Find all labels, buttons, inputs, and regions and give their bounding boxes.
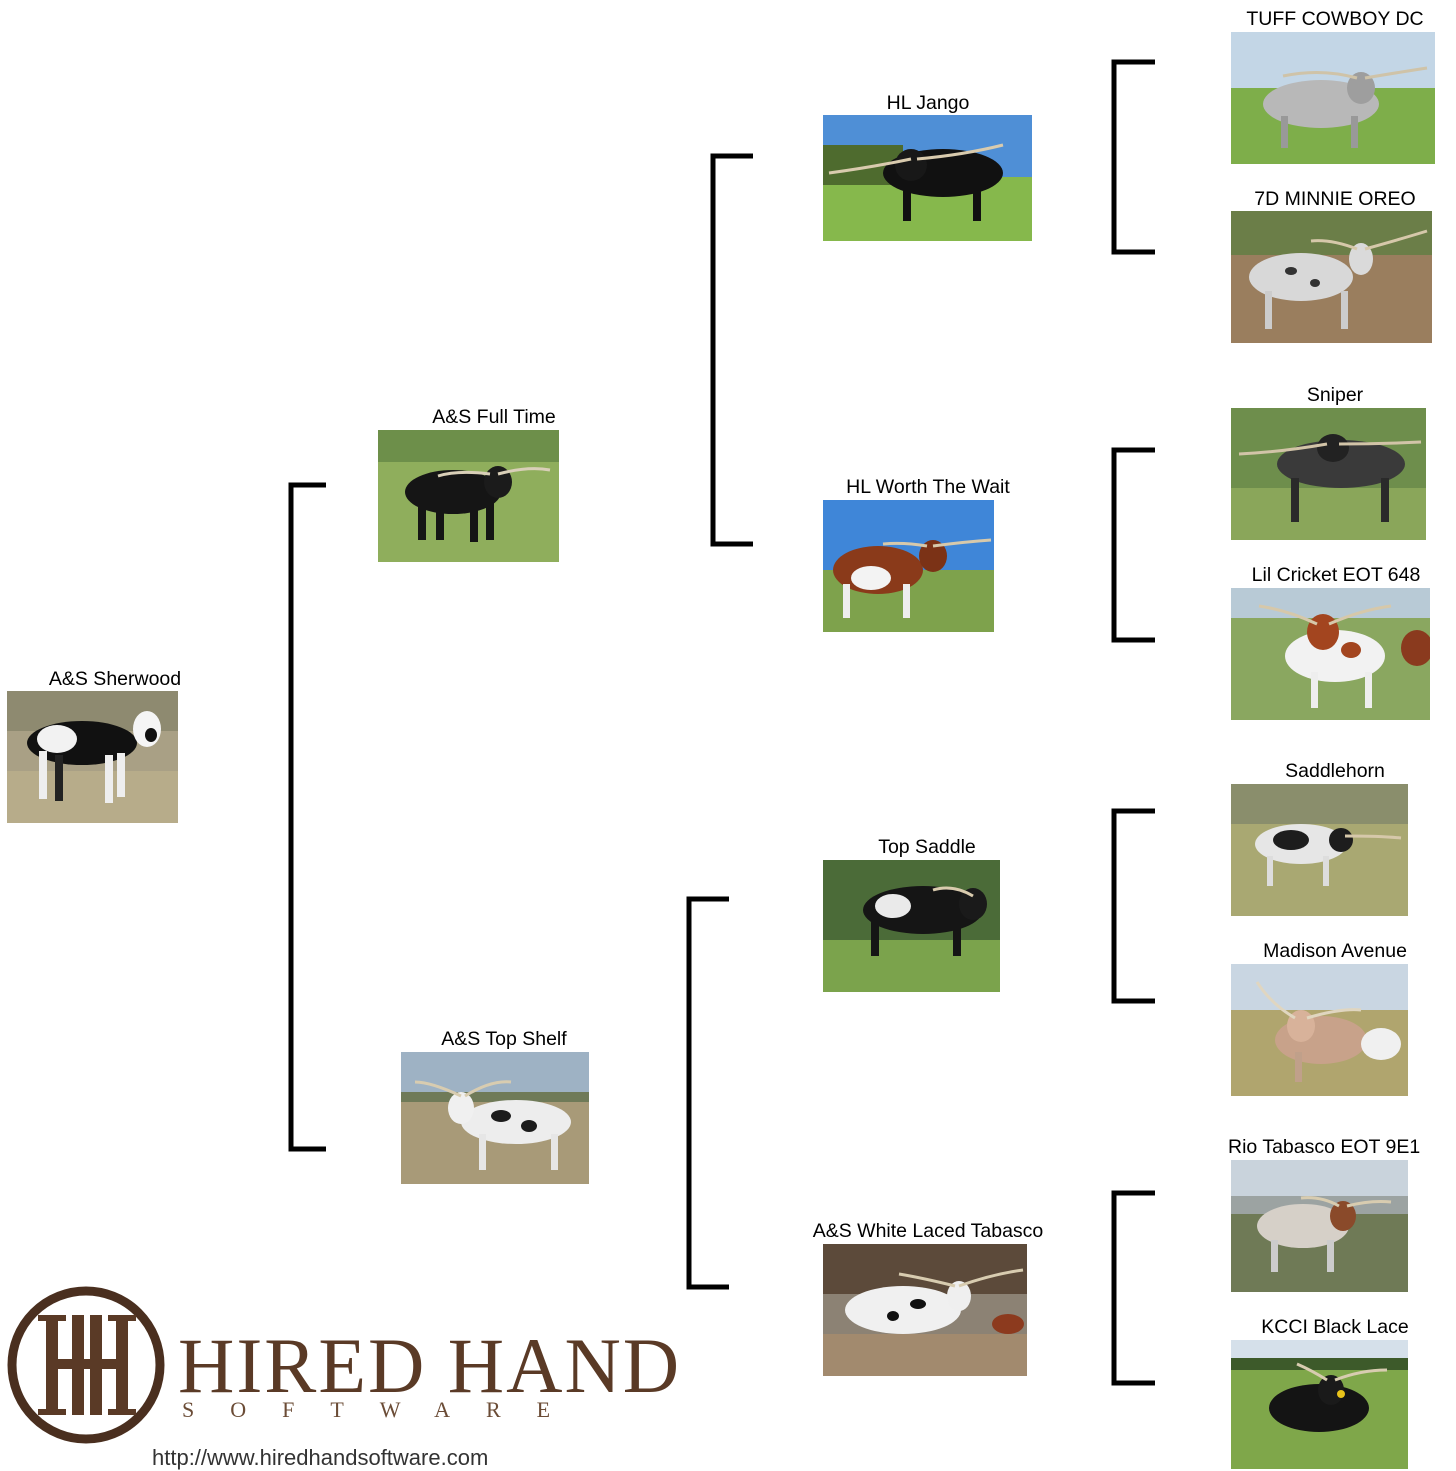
animal-name-sire[interactable]: A&S Full Time [432,406,556,428]
animal-photo-ds-dam[interactable] [1231,964,1408,1096]
animal-photo-dd-dam[interactable] [1231,1340,1408,1469]
logo-url[interactable]: http://www.hiredhandsoftware.com [152,1445,489,1470]
animal-photo-ss-dam[interactable] [1231,211,1432,343]
animal-photo-dam-sire[interactable] [823,860,1000,992]
bracket-gen1 [288,482,328,1152]
animal-name-dd-dam[interactable]: KCCI Black Lace [1261,1316,1409,1338]
logo-subtitle: SOFTWARE [182,1397,587,1422]
animal-photo-ds-sire[interactable] [1231,784,1408,916]
animal-name-sire-dam[interactable]: HL Worth The Wait [846,476,1010,498]
animal-name-sd-dam[interactable]: Lil Cricket EOT 648 [1251,564,1421,586]
animal-name-ss-dam[interactable]: 7D MINNIE OREO [1254,188,1416,210]
animal-photo-sd-dam[interactable] [1231,588,1430,720]
animal-photo-subject[interactable] [7,691,178,823]
animal-photo-sire[interactable] [378,430,559,562]
hh-monogram-icon [7,1286,165,1444]
animal-name-dam-dam[interactable]: A&S White Laced Tabasco [812,1220,1044,1242]
animal-photo-sire-sire[interactable] [823,115,1032,241]
animal-photo-sire-dam[interactable] [823,500,994,632]
animal-photo-sd-sire[interactable] [1231,408,1426,540]
bracket-sire-dam [1111,447,1157,643]
animal-name-sd-sire[interactable]: Sniper [1306,384,1364,406]
animal-name-sire-sire[interactable]: HL Jango [886,92,970,114]
animal-name-dam-sire[interactable]: Top Saddle [878,836,976,858]
bracket-dam [686,896,731,1290]
animal-photo-dam-dam[interactable] [823,1244,1027,1376]
animal-name-subject[interactable]: A&S Sherwood [48,668,182,690]
animal-name-ds-dam[interactable]: Madison Avenue [1263,940,1407,962]
bracket-sire-sire [1111,59,1157,255]
animal-photo-dam[interactable] [401,1052,589,1184]
bracket-sire [710,153,755,547]
hired-hand-logo: HIRED HAND SOFTWARE http://www.hiredhand… [0,1285,679,1470]
logo-wordmark: HIRED HAND [178,1322,682,1409]
animal-photo-ss-sire[interactable] [1231,32,1435,164]
animal-name-dam[interactable]: A&S Top Shelf [441,1028,567,1050]
animal-photo-dd-sire[interactable] [1231,1160,1408,1292]
bracket-dam-sire [1111,808,1157,1004]
animal-name-ds-sire[interactable]: Saddlehorn [1285,760,1385,782]
bracket-dam-dam [1111,1190,1157,1386]
animal-name-ss-sire[interactable]: TUFF COWBOY DC [1246,8,1424,30]
animal-name-dd-sire[interactable]: Rio Tabasco EOT 9E1 [1228,1136,1421,1158]
